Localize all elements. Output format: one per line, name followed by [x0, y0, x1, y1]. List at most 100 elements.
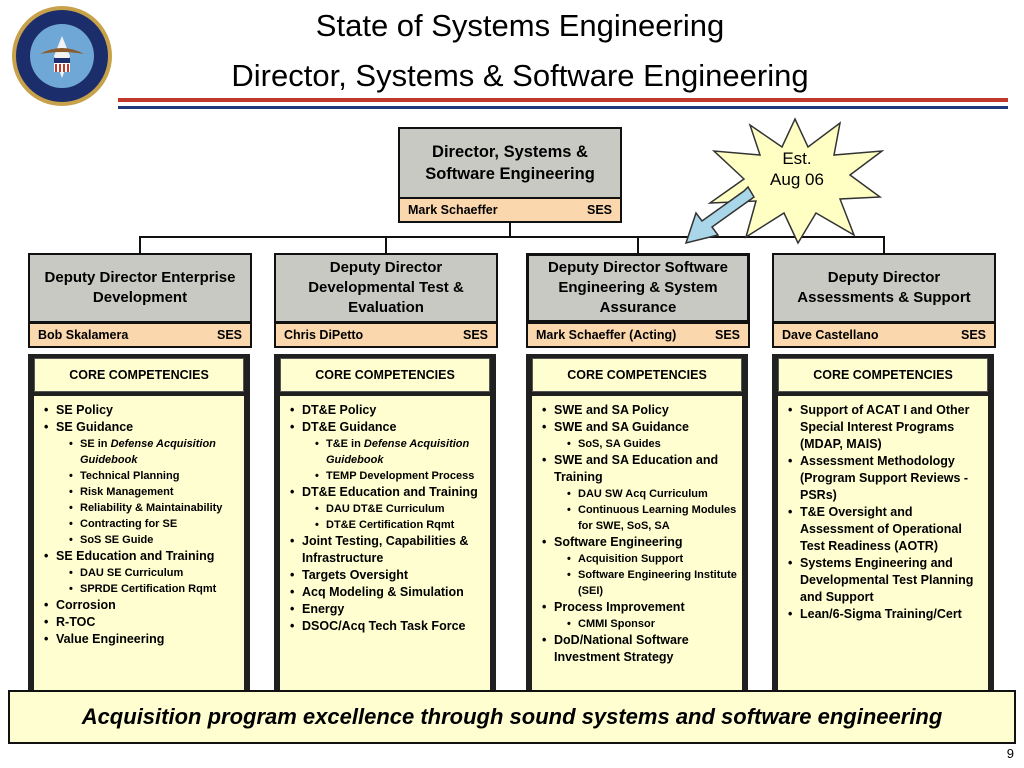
competency-item: Software Engineering	[540, 534, 738, 551]
competency-item: SE Policy	[42, 402, 240, 419]
deputy-title: Deputy Director Assessments & Support	[797, 269, 971, 306]
competency-subitem: Contracting for SE	[42, 516, 240, 532]
competency-subitem: Risk Management	[42, 484, 240, 500]
competency-subitem: SoS, SA Guides	[540, 436, 738, 452]
competency-item: T&E Oversight and Assessment of Operatio…	[786, 504, 984, 555]
competency-item: R-TOC	[42, 614, 240, 631]
competency-item: Energy	[288, 601, 486, 618]
competency-bullets: SE PolicySE GuidanceSE in Defense Acquis…	[42, 402, 240, 648]
competency-subitem: Acquisition Support	[540, 551, 738, 567]
deputy-box-dte: Deputy Director Developmental Test & Eva…	[274, 253, 498, 323]
competency-subitem: SE in Defense Acquisition Guidebook	[42, 436, 240, 468]
title-rule-gap	[118, 104, 1008, 105]
deputy-name-bar: Bob Skalamera SES	[28, 322, 252, 348]
competency-column-3: CORE COMPETENCIES SWE and SA PolicySWE a…	[526, 354, 748, 694]
core-competencies-header: CORE COMPETENCIES	[532, 358, 742, 392]
deputy-title: Deputy Director Software Engineering & S…	[547, 259, 729, 316]
competency-subitem: DT&E Certification Rqmt	[288, 517, 486, 533]
competency-subitem: SoS SE Guide	[42, 532, 240, 548]
competency-item: Corrosion	[42, 597, 240, 614]
competency-item: Joint Testing, Capabilities & Infrastruc…	[288, 533, 486, 567]
competency-subitem: TEMP Development Process	[288, 468, 486, 484]
competency-list: SWE and SA PolicySWE and SA GuidanceSoS,…	[532, 396, 742, 694]
deputy-grade: SES	[714, 328, 740, 342]
competency-item: Process Improvement	[540, 599, 738, 616]
competency-item: Targets Oversight	[288, 567, 486, 584]
callout-line1: Est.	[782, 149, 812, 168]
callout-line2: Aug 06	[770, 170, 824, 189]
pointer-arrow-icon	[684, 185, 755, 245]
callout-text: Est. Aug 06	[752, 148, 842, 190]
starburst-callout-icon	[707, 117, 884, 245]
director-grade: SES	[586, 203, 612, 217]
competency-item: SWE and SA Education and Training	[540, 452, 738, 486]
competency-list: Support of ACAT I and Other Special Inte…	[778, 396, 988, 694]
competency-list: DT&E PolicyDT&E GuidanceT&E in Defense A…	[280, 396, 490, 694]
competency-list: SE PolicySE GuidanceSE in Defense Acquis…	[34, 396, 244, 694]
deputy-name-bar: Dave Castellano SES	[772, 322, 996, 348]
page-title-line2: Director, Systems & Software Engineering	[231, 58, 809, 93]
deputy-grade: SES	[462, 328, 488, 342]
core-competencies-header: CORE COMPETENCIES	[34, 358, 244, 392]
mission-tagline: Acquisition program excellence through s…	[81, 704, 943, 729]
deputy-name: Mark Schaeffer (Acting)	[536, 328, 677, 342]
competency-item: Lean/6-Sigma Training/Cert	[786, 606, 984, 623]
competency-subitem: DAU SE Curriculum	[42, 565, 240, 581]
org-connector-drop-3	[637, 236, 639, 253]
org-connector-drop-2	[385, 236, 387, 253]
deputy-box-assessments: Deputy Director Assessments & Support	[772, 253, 996, 323]
competency-subitem: DAU DT&E Curriculum	[288, 501, 486, 517]
competency-item: SE Guidance	[42, 419, 240, 436]
deputy-box-enterprise: Deputy Director Enterprise Development	[28, 253, 252, 323]
competency-item: Assessment Methodology (Program Support …	[786, 453, 984, 504]
competency-item: DT&E Policy	[288, 402, 486, 419]
competency-subitem: Software Engineering Institute (SEI)	[540, 567, 738, 599]
director-name-bar: Mark Schaeffer SES	[398, 197, 622, 223]
mission-banner: Acquisition program excellence through s…	[8, 690, 1016, 744]
competency-item: DSOC/Acq Tech Task Force	[288, 618, 486, 635]
dod-seal-logo	[12, 6, 112, 106]
deputy-name: Bob Skalamera	[38, 328, 129, 342]
competency-column-4: CORE COMPETENCIES Support of ACAT I and …	[772, 354, 994, 694]
competency-item: DoD/National Software Investment Strateg…	[540, 632, 738, 666]
title-rule-red	[118, 98, 1008, 102]
competency-item: DT&E Education and Training	[288, 484, 486, 501]
competency-item: SWE and SA Policy	[540, 402, 738, 419]
deputy-grade: SES	[960, 328, 986, 342]
org-connector-drop-4	[883, 236, 885, 253]
competency-subitem: DAU SW Acq Curriculum	[540, 486, 738, 502]
deputy-name: Dave Castellano	[782, 328, 879, 342]
core-competencies-header: CORE COMPETENCIES	[778, 358, 988, 392]
competency-subitem: Technical Planning	[42, 468, 240, 484]
org-connector-horizontal	[139, 236, 885, 238]
competency-item: Systems Engineering and Developmental Te…	[786, 555, 984, 606]
competency-column-1: CORE COMPETENCIES SE PolicySE GuidanceSE…	[28, 354, 250, 694]
competency-item: Support of ACAT I and Other Special Inte…	[786, 402, 984, 453]
deputy-name-bar: Chris DiPetto SES	[274, 322, 498, 348]
deputy-title: Deputy Director Developmental Test & Eva…	[308, 259, 464, 316]
director-title: Director, Systems & Software Engineering	[425, 143, 595, 183]
director-name: Mark Schaeffer	[408, 203, 498, 217]
competency-subitem: SPRDE Certification Rqmt	[42, 581, 240, 597]
competency-item: DT&E Guidance	[288, 419, 486, 436]
org-connector-drop-1	[139, 236, 141, 253]
competency-item: SE Education and Training	[42, 548, 240, 565]
competency-subitem: Reliability & Maintainability	[42, 500, 240, 516]
page-number: 9	[1006, 746, 1014, 761]
director-box: Director, Systems & Software Engineering	[398, 127, 622, 199]
competency-bullets: Support of ACAT I and Other Special Inte…	[786, 402, 984, 623]
competency-subitem: T&E in Defense Acquisition Guidebook	[288, 436, 486, 468]
competency-subitem: CMMI Sponsor	[540, 616, 738, 632]
title-rule-blue	[118, 106, 1008, 109]
competency-item: SWE and SA Guidance	[540, 419, 738, 436]
competency-bullets: DT&E PolicyDT&E GuidanceT&E in Defense A…	[288, 402, 486, 635]
core-competencies-header: CORE COMPETENCIES	[280, 358, 490, 392]
deputy-box-swe-sa: Deputy Director Software Engineering & S…	[526, 253, 750, 323]
deputy-name-bar: Mark Schaeffer (Acting) SES	[526, 322, 750, 348]
org-connector-vertical	[509, 223, 511, 237]
deputy-title: Deputy Director Enterprise Development	[44, 269, 236, 306]
competency-subitem: Continuous Learning Modules for SWE, SoS…	[540, 502, 738, 534]
deputy-grade: SES	[216, 328, 242, 342]
competency-item: Acq Modeling & Simulation	[288, 584, 486, 601]
competency-item: Value Engineering	[42, 631, 240, 648]
